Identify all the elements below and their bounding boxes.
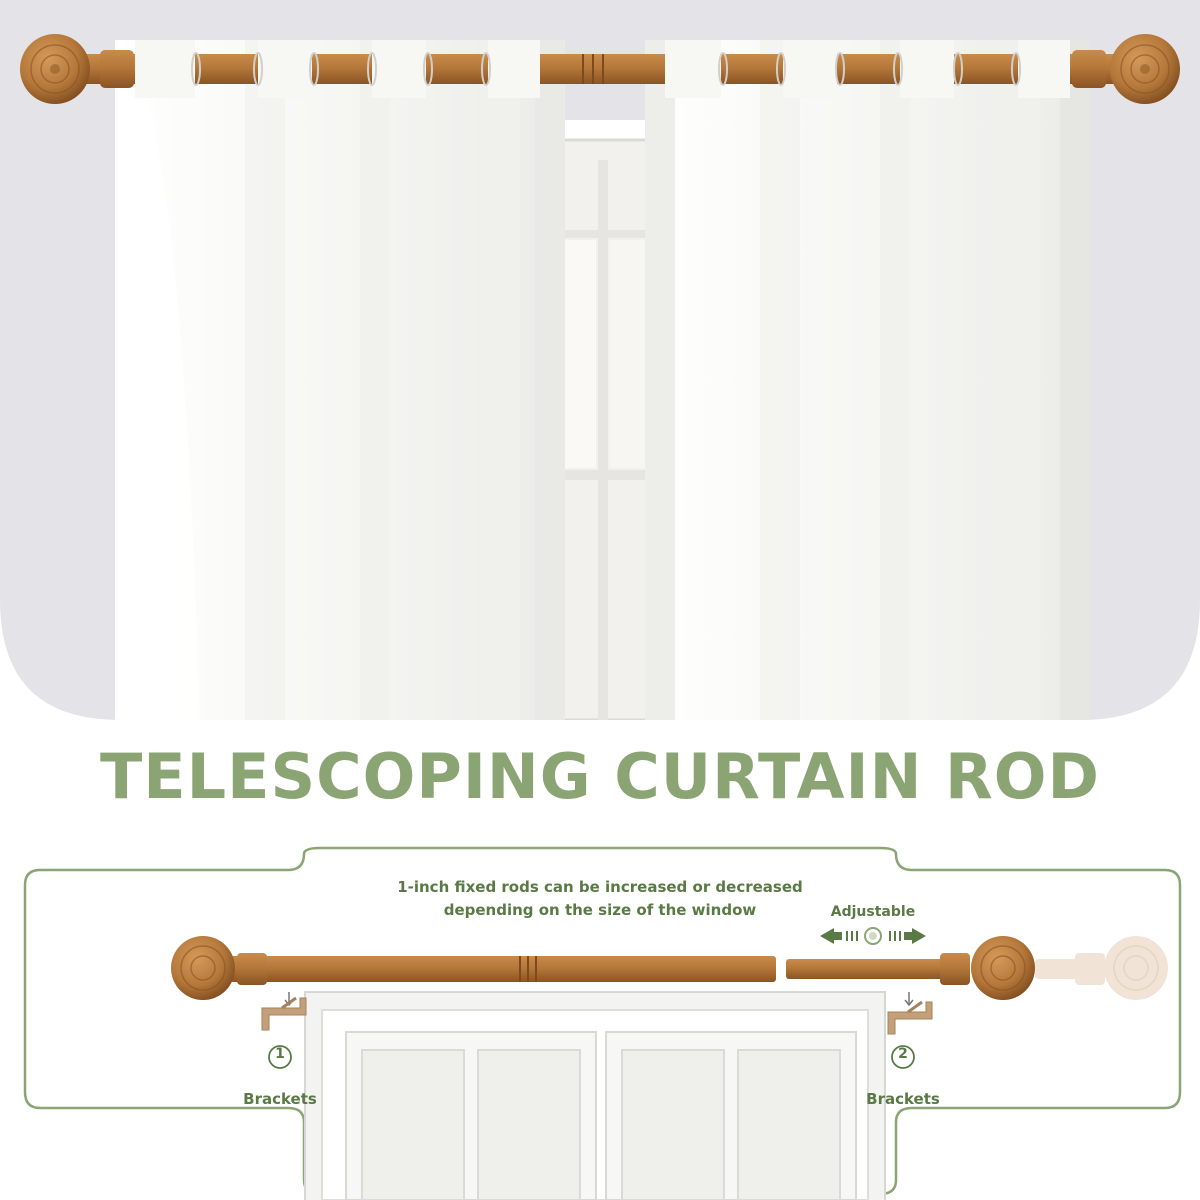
diagram-frame	[23, 846, 1182, 1196]
step-2-badge	[891, 1045, 915, 1069]
left-bracket-icon	[261, 996, 307, 1031]
bracket-right-digit: 2	[898, 1046, 908, 1062]
right-finial-diagram	[971, 936, 1035, 1000]
curtain-rod	[20, 34, 1180, 104]
rod-caption-line2: depending on the size of the window	[443, 901, 757, 919]
right-finial	[1072, 34, 1180, 104]
left-finial-diagram	[171, 936, 235, 1000]
bracket-left-digit: 1	[275, 1046, 285, 1062]
extended-finial-ghost	[1035, 936, 1168, 1000]
rod-caption: 1-inch fixed rods can be increased or de…	[340, 876, 860, 922]
adjustable-label: Adjustable	[830, 904, 916, 920]
rod-caption-line1: 1-inch fixed rods can be increased or de…	[397, 878, 803, 896]
telescoping-rod	[230, 953, 970, 985]
step-1-badge	[268, 1045, 292, 1069]
window-frame	[304, 991, 886, 1200]
headline: TELESCOPING CURTAIN ROD	[100, 740, 1100, 813]
rod-diagram	[23, 846, 1182, 1200]
curtain-photo	[0, 0, 1200, 720]
bracket-right-label: Brackets	[866, 1090, 940, 1108]
left-finial	[20, 34, 134, 104]
adjustable-arrows-icon	[820, 927, 926, 945]
bracket-left-label: Brackets	[243, 1090, 317, 1108]
right-bracket-icon	[887, 1000, 933, 1035]
left-curtain-panel	[115, 40, 565, 720]
right-curtain-panel	[645, 40, 1090, 720]
